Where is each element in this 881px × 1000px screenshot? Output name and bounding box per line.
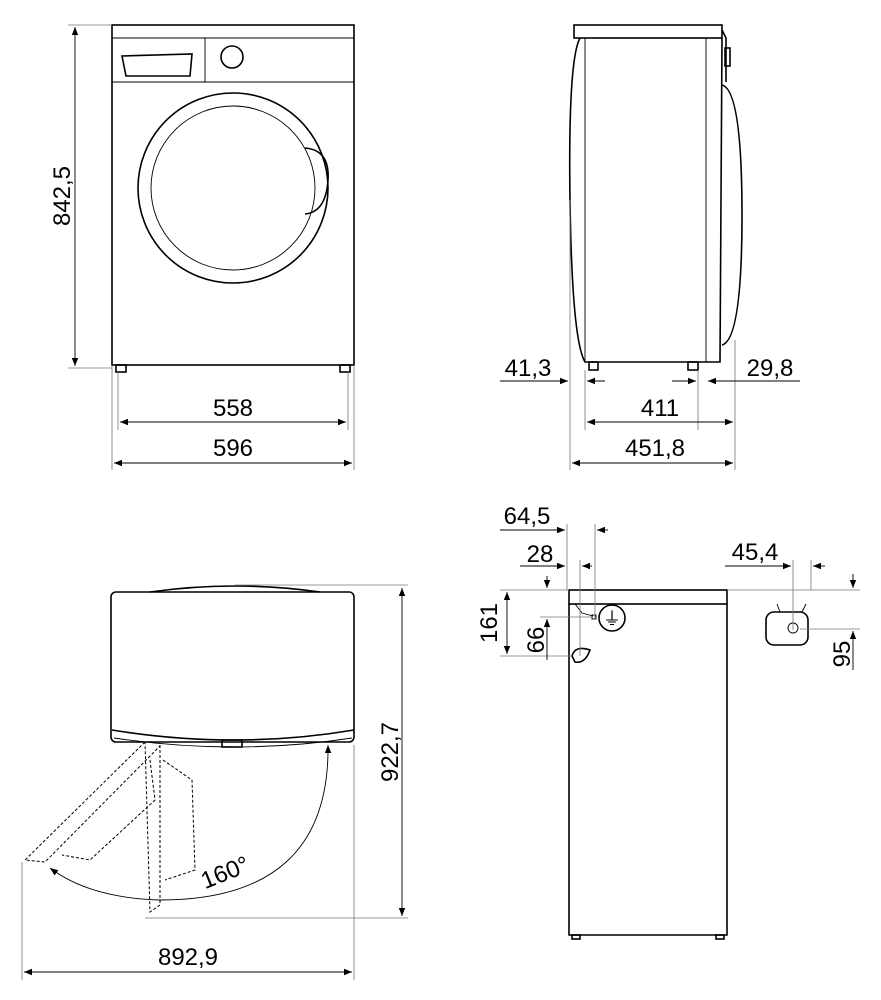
door-glass bbox=[150, 105, 316, 271]
water-inlet bbox=[571, 647, 592, 664]
open-depth-label: 922,7 bbox=[377, 722, 404, 782]
program-knob bbox=[220, 45, 244, 69]
svg-text:⏚: ⏚ bbox=[603, 609, 621, 630]
rear-top bbox=[568, 589, 728, 605]
feet-depth-label: 411 bbox=[641, 395, 679, 422]
door-angle-label: 160° bbox=[197, 851, 253, 895]
front-body bbox=[111, 24, 355, 366]
inlet-offset-label: 28 bbox=[527, 541, 554, 568]
top-body bbox=[110, 591, 355, 743]
power-plug-icon bbox=[598, 604, 626, 632]
drain-outlet bbox=[765, 611, 809, 646]
door-outer-ring bbox=[137, 92, 329, 284]
top-view: 160° 922,7 892,9 bbox=[21, 584, 408, 980]
drain-height-label: 95 bbox=[829, 641, 856, 668]
side-door bbox=[721, 84, 743, 346]
side-top bbox=[573, 24, 723, 39]
front-view: 842,5 558 596 bbox=[49, 24, 355, 470]
rear-view: ⏚ 64,5 28 45,4 161 66 95 bbox=[476, 503, 860, 940]
drain-offset-label: 45,4 bbox=[732, 539, 779, 566]
width-label: 596 bbox=[213, 435, 253, 462]
side-knob bbox=[724, 47, 731, 67]
open-width-label: 892,9 bbox=[158, 944, 218, 971]
plug-offset-label: 64,5 bbox=[504, 503, 551, 530]
top-door-handle bbox=[221, 739, 243, 748]
side-view: 41,3 29,8 411 451,8 bbox=[500, 24, 800, 470]
front-offset-label: 29,8 bbox=[747, 355, 794, 382]
inlet-height-label: 161 bbox=[476, 603, 503, 643]
front-height-label: 842,5 bbox=[49, 166, 76, 226]
detergent-drawer bbox=[121, 53, 193, 77]
depth-label: 451,8 bbox=[625, 435, 685, 462]
feet-width-label: 558 bbox=[213, 395, 253, 422]
door-handle bbox=[304, 147, 329, 215]
plug-height-label: 66 bbox=[523, 627, 550, 654]
rear-offset-label: 41,3 bbox=[505, 355, 552, 382]
